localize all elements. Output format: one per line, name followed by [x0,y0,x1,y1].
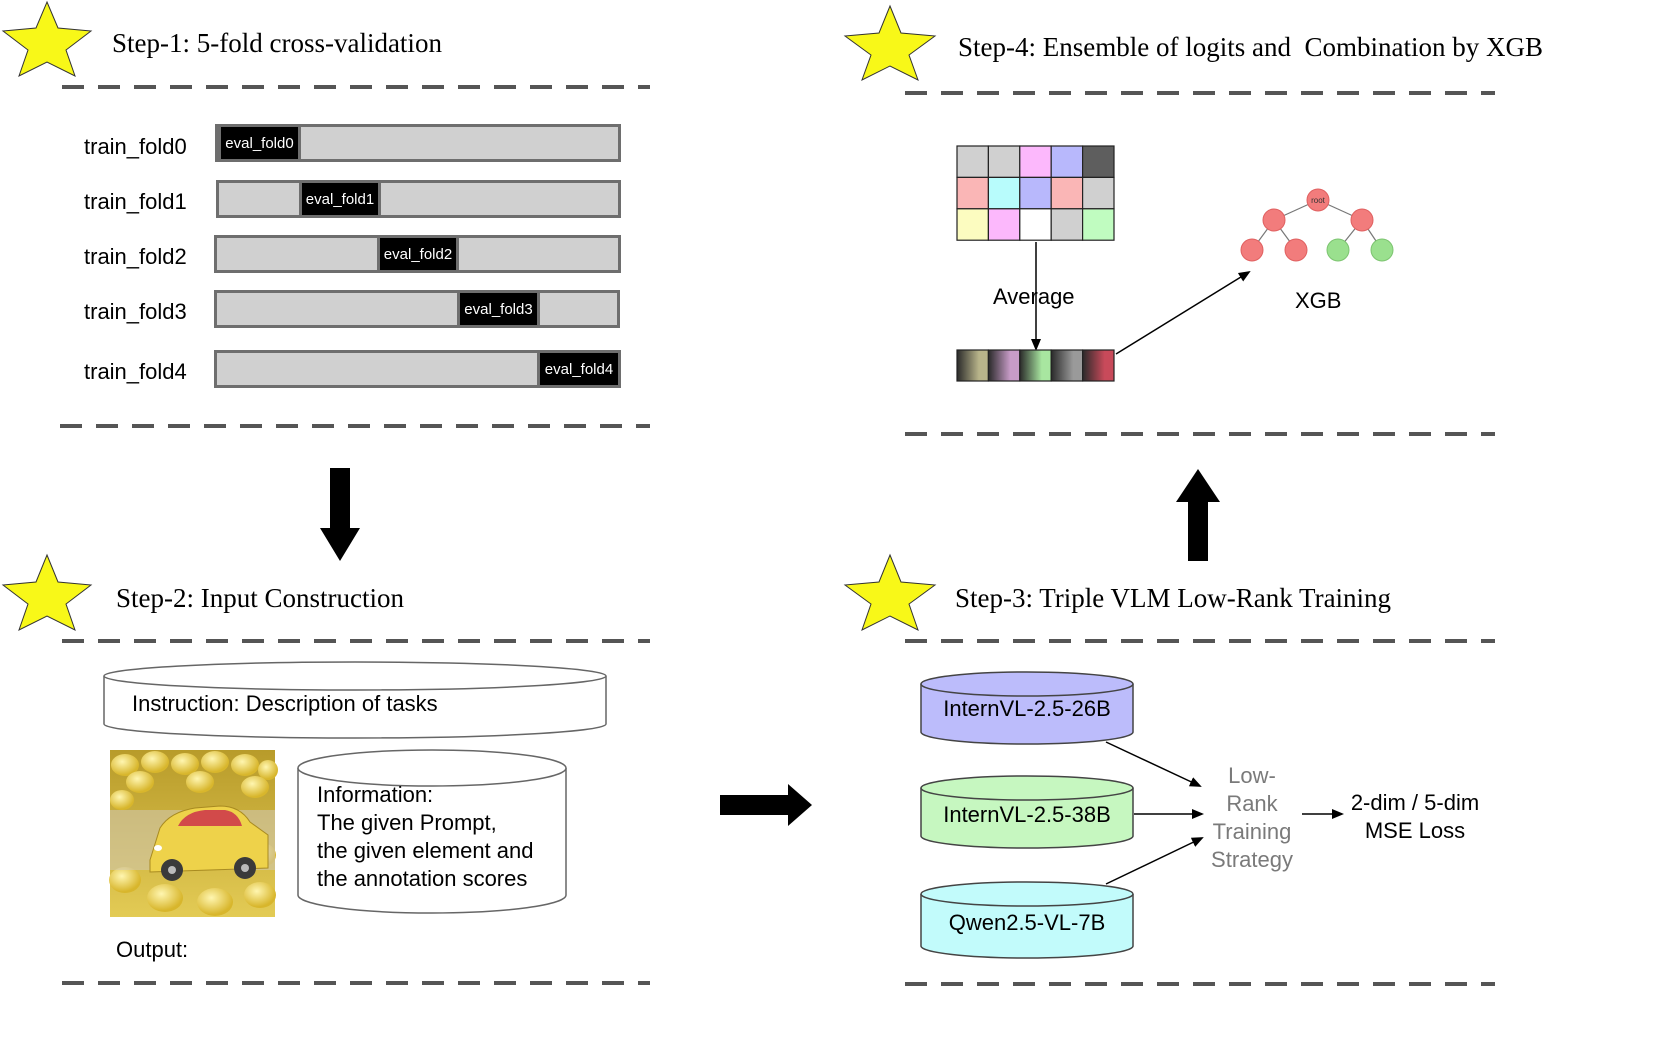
logit-cell [956,208,989,241]
fold-bar: eval_fold1 [216,180,621,218]
logit-cell [956,145,989,178]
averaged-logits-row [956,349,1115,382]
train-fold-label: train_fold3 [84,299,187,324]
step-3-prefix: Step-3: [955,583,1033,613]
logit-cell [987,208,1021,241]
logit-cell [1081,208,1115,241]
arrow-down-icon [320,468,360,561]
example-image [109,750,278,917]
model-name: Qwen2.5-VL-7B [948,910,1106,935]
fold-bar: eval_fold2 [214,235,621,273]
fold-bar: eval_fold3 [214,290,620,328]
averaged-logit-cell [987,349,1021,382]
logit-cell [956,176,989,210]
star-icon [843,4,937,82]
logit-cell [1019,176,1052,210]
averaged-logit-cell [1081,349,1115,382]
information-line: The given Prompt, [317,810,497,835]
step-1-title: Step-1: 5-fold cross-validation [112,30,442,57]
averaged-logit-cell [1050,349,1084,382]
train-fold-label: train_fold0 [84,134,187,159]
averaged-logit-cell [1019,349,1052,382]
strategy-line: Training [1212,819,1292,844]
logit-cell [987,145,1021,178]
eval-fold-segment: eval_fold3 [457,290,540,328]
step-1-prefix: Step-1: [112,28,190,58]
model-name: InternVL-2.5-26B [943,696,1111,721]
step-1-label: 5-fold cross-validation [196,28,442,58]
tree-root-label: root [1311,196,1326,205]
arrow-connector [1105,741,1202,787]
arrow-up-icon [1176,469,1220,561]
step-4-prefix: Step-4: [958,32,1036,62]
information-line: the annotation scores [317,866,528,891]
averaged-logit-cell [956,349,989,382]
eval-fold-segment: eval_fold4 [537,350,621,388]
step-2-label: Input Construction [200,583,404,613]
logit-cell [1019,145,1052,178]
logit-cell [1081,176,1115,210]
logit-cell [987,176,1021,210]
strategy-line: Strategy [1211,847,1293,872]
logit-cell [1081,145,1115,178]
step-3-title: Step-3: Triple VLM Low-Rank Training [955,585,1391,612]
star-icon [1,0,93,77]
output-label: Output: [116,937,189,962]
model-drum-2 [920,775,1134,849]
train-fold-label: train_fold1 [84,189,187,214]
xgb-label: XGB [1295,288,1342,313]
xgb-tree-icon: root [1240,188,1394,262]
train-fold-label: train_fold2 [84,244,187,269]
step-2-title: Step-2: Input Construction [116,585,404,612]
average-label: Average [993,284,1075,309]
arrow-right-icon [720,784,812,826]
information-line: Information: [317,782,434,807]
logit-cell [1050,145,1084,178]
eval-fold-segment: eval_fold0 [218,124,301,162]
loss-text: 2-dim / 5-dim MSE Loss [1342,789,1488,845]
logit-cell [1019,208,1052,241]
strategy-line: Rank [1226,791,1278,816]
model-drum-1 [920,671,1134,745]
information-text: Information: The given Prompt, the given… [317,781,534,893]
logit-cell [1050,208,1084,241]
information-drum [297,749,567,914]
model-drum-3 [920,881,1134,959]
step-3-label: Triple VLM Low-Rank Training [1039,583,1392,613]
eval-fold-segment: eval_fold1 [299,180,381,218]
arrow-connector [1115,270,1251,355]
step-4-label: Ensemble of logits and Combination by XG… [1042,32,1543,62]
training-strategy-text: Low- Rank Training Strategy [1200,762,1304,874]
fold-bar: eval_fold4 [214,350,621,388]
loss-line: 2-dim / 5-dim [1350,790,1480,815]
fold-bar: eval_fold0 [215,124,621,162]
step-4-title: Step-4: Ensemble of logits and Combinati… [958,34,1543,61]
instruction-drum [103,661,607,739]
model-name: InternVL-2.5-38B [943,802,1111,827]
logits-grid [956,145,1115,241]
train-fold-label: train_fold4 [84,359,187,384]
star-icon [843,553,937,631]
loss-line: MSE Loss [1364,818,1466,843]
arrow-connector [1105,837,1204,885]
step-2-prefix: Step-2: [116,583,194,613]
instruction-text: Instruction: Description of tasks [132,691,438,716]
star-icon [1,553,93,631]
strategy-line: Low- [1228,763,1276,788]
eval-fold-segment: eval_fold2 [377,235,459,273]
logit-cell [1050,176,1084,210]
information-line: the given element and [317,838,534,863]
